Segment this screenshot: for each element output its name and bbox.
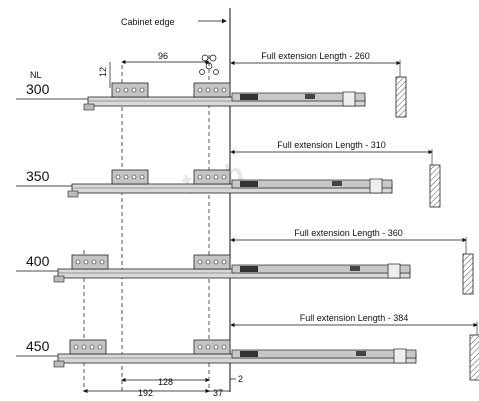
rear-foot — [53, 360, 65, 368]
bracket-hole — [131, 174, 137, 180]
cabinet-edge-label: Cabinet edge — [121, 17, 175, 27]
runner-lock — [240, 181, 258, 187]
runner-slider — [332, 181, 342, 186]
rear-bracket — [71, 254, 109, 270]
rear-bracket — [111, 82, 149, 98]
rear-foot — [67, 190, 79, 198]
dim-192-label: 192 — [138, 388, 153, 396]
rear-bracket — [111, 169, 149, 185]
bracket-hole — [73, 344, 79, 350]
nl-value-350: 350 — [26, 168, 50, 184]
runner-lock — [240, 266, 258, 272]
bracket-hole — [123, 174, 129, 180]
bracket-hole — [213, 174, 219, 180]
runner-extension — [231, 92, 366, 102]
bracket-hole — [197, 259, 203, 265]
nl-value-450: 450 — [26, 338, 50, 354]
top-fitting-cluster — [199, 54, 219, 75]
bracket-hole — [197, 174, 203, 180]
bracket-hole — [99, 259, 105, 265]
bracket-hole — [205, 259, 211, 265]
runner-extension — [231, 349, 417, 359]
runner-row-450: 450 Full extension Length - 384 — [16, 313, 479, 381]
runner-end-cap — [393, 348, 407, 364]
rear-foot — [83, 103, 95, 111]
runner-lock — [240, 94, 258, 100]
bracket-hole — [139, 87, 145, 93]
dim-37-label: 37 — [213, 388, 223, 396]
extension-length-label: Full extension Length - 310 — [277, 140, 386, 150]
front-bracket — [193, 254, 231, 270]
bracket-hole — [213, 87, 219, 93]
front-bracket — [193, 82, 231, 98]
bracket-hole — [83, 259, 89, 265]
nl-label: NL — [30, 70, 42, 80]
hatched-stop-block — [469, 334, 479, 381]
bracket-hole — [205, 174, 211, 180]
bracket-hole — [91, 259, 97, 265]
dim-96-label: 96 — [158, 51, 168, 61]
extension-length-label: Full extension Length - 360 — [294, 228, 403, 238]
dim-128-label: 128 — [158, 377, 173, 387]
bracket-hole — [221, 174, 227, 180]
rear-foot — [53, 275, 65, 283]
bracket-hole — [89, 344, 95, 350]
bracket-hole — [213, 344, 219, 350]
hatched-stop-block — [395, 76, 407, 118]
bracket-hole — [115, 87, 121, 93]
bracket-hole — [197, 87, 203, 93]
bracket-hole — [221, 344, 227, 350]
runner-end-cap — [369, 178, 383, 194]
runner-slider — [305, 94, 315, 99]
dim-2-label: 2 — [238, 374, 243, 384]
runner-end-cap — [342, 91, 356, 107]
nl-value-400: 400 — [26, 253, 50, 269]
bracket-hole — [97, 344, 103, 350]
bracket-hole — [205, 87, 211, 93]
runner-row-400: 400 Full extension Length - 360 — [16, 228, 474, 295]
bracket-hole — [115, 174, 121, 180]
bracket-hole — [81, 344, 87, 350]
extension-length-label: Full extension Length - 260 — [261, 51, 370, 61]
runner-row-300: 300 Full extension Length - 260 — [16, 51, 407, 118]
runner-extension — [231, 179, 393, 189]
runner-lock — [240, 351, 258, 357]
runner-row-350: 350 Full extension Length - 310 — [16, 140, 441, 208]
runner-end-cap — [387, 263, 401, 279]
dim-12-label: 12 — [98, 67, 108, 77]
bracket-hole — [75, 259, 81, 265]
rear-bracket — [69, 339, 107, 355]
bracket-hole — [213, 259, 219, 265]
runner-slider — [350, 266, 360, 271]
runner-slider — [356, 351, 366, 356]
front-bracket — [193, 169, 231, 185]
runner-extension — [231, 264, 411, 274]
extension-length-label: Full extension Length - 384 — [300, 313, 409, 323]
hatched-stop-block — [462, 253, 474, 295]
nl-value-300: 300 — [26, 81, 50, 97]
bracket-hole — [131, 87, 137, 93]
bracket-hole — [139, 174, 145, 180]
bracket-hole — [123, 87, 129, 93]
bracket-hole — [205, 344, 211, 350]
bracket-hole — [221, 87, 227, 93]
bracket-hole — [221, 259, 227, 265]
hatched-stop-block — [429, 164, 441, 208]
bracket-hole — [197, 344, 203, 350]
front-bracket — [193, 339, 231, 355]
